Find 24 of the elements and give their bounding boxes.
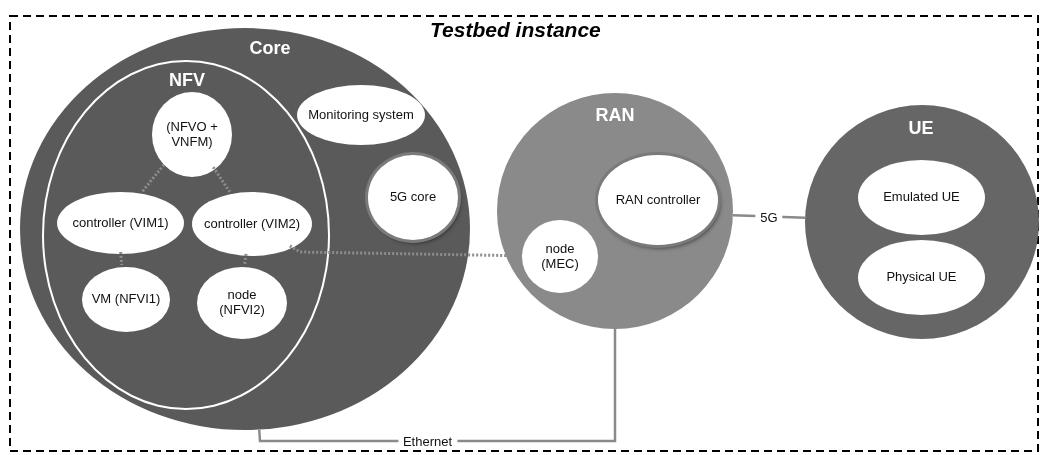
dotted-connector bbox=[119, 251, 124, 266]
dotted-connector bbox=[140, 163, 166, 194]
component-ellipse bbox=[297, 85, 425, 145]
component-ellipse bbox=[368, 155, 458, 240]
component-ellipse bbox=[598, 155, 718, 245]
node-label: node (MEC) bbox=[540, 241, 580, 272]
node-label: Monitoring system bbox=[307, 107, 415, 123]
node-label: 5G core bbox=[388, 190, 438, 205]
node-label: Physical UE bbox=[885, 270, 958, 285]
node-label: Emulated UE bbox=[882, 190, 961, 205]
diagram-title: Testbed instance bbox=[430, 18, 601, 42]
node-label: (NFVO + VNFM) bbox=[165, 119, 219, 150]
dotted-connector bbox=[211, 166, 232, 193]
node-label: controller (VIM1) bbox=[71, 215, 170, 231]
node-label: RAN controller bbox=[614, 192, 702, 208]
node-label: controller (VIM2) bbox=[202, 216, 302, 232]
connector-line bbox=[257, 329, 617, 443]
node-label: VM (NFVI1) bbox=[90, 292, 162, 307]
region-title: NFV bbox=[169, 70, 205, 91]
region-title: Core bbox=[249, 38, 291, 59]
node-label: node (NFVI2) bbox=[218, 288, 266, 318]
region-title: UE bbox=[908, 118, 934, 139]
region-title: RAN bbox=[595, 105, 635, 126]
dotted-connector bbox=[243, 253, 248, 266]
